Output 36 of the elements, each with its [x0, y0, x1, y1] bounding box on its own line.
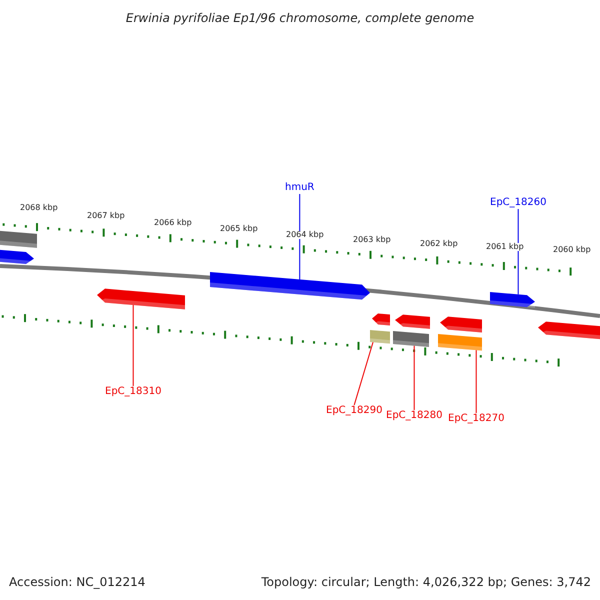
scale-label: 2068 kbp — [20, 204, 58, 212]
scale-label: 2060 kbp — [553, 246, 591, 254]
gene-label: hmuR — [285, 183, 314, 193]
gene-label: EpC_18260 — [490, 198, 546, 208]
gene-bar — [0, 249, 34, 265]
leader-line — [414, 345, 415, 410]
gene-bar — [440, 316, 482, 332]
scale-label: 2065 kbp — [220, 225, 258, 233]
gene-bar — [97, 288, 185, 310]
gene-bar — [438, 334, 482, 351]
scale-label: 2063 kbp — [353, 236, 391, 244]
gene-bar — [372, 314, 390, 326]
accession-text: Accession: NC_012214 — [9, 576, 146, 588]
leader-line — [299, 194, 300, 280]
leader-line — [354, 342, 374, 406]
gene-bar — [395, 314, 430, 329]
gene-bar — [210, 272, 370, 300]
scale-label: 2061 kbp — [486, 243, 524, 251]
genome-summary-text: Topology: circular; Length: 4,026,322 bp; Genes: 3,742 — [261, 576, 591, 588]
gene-label: EpC_18310 — [105, 387, 162, 397]
leader-line — [476, 350, 477, 414]
scale-label: 2062 kbp — [420, 240, 458, 248]
leader-line — [132, 304, 134, 386]
scale-label: 2064 kbp — [286, 231, 324, 239]
gene-bar — [538, 322, 600, 340]
gene-bar — [0, 230, 37, 248]
gene-label: EpC_18280 — [386, 411, 442, 421]
diagram-title: Erwinia pyrifoliae Ep1/96 chromosome, complete genome — [124, 12, 476, 24]
leader-line — [518, 208, 519, 295]
gene-bar — [370, 330, 390, 344]
gene-label: EpC_18270 — [448, 414, 504, 424]
gene-label: EpC_18290 — [326, 406, 382, 416]
gene-bar — [393, 331, 429, 347]
scale-label: 2067 kbp — [87, 212, 125, 220]
scale-label: 2066 kbp — [154, 219, 192, 227]
gene-bar — [490, 292, 535, 308]
